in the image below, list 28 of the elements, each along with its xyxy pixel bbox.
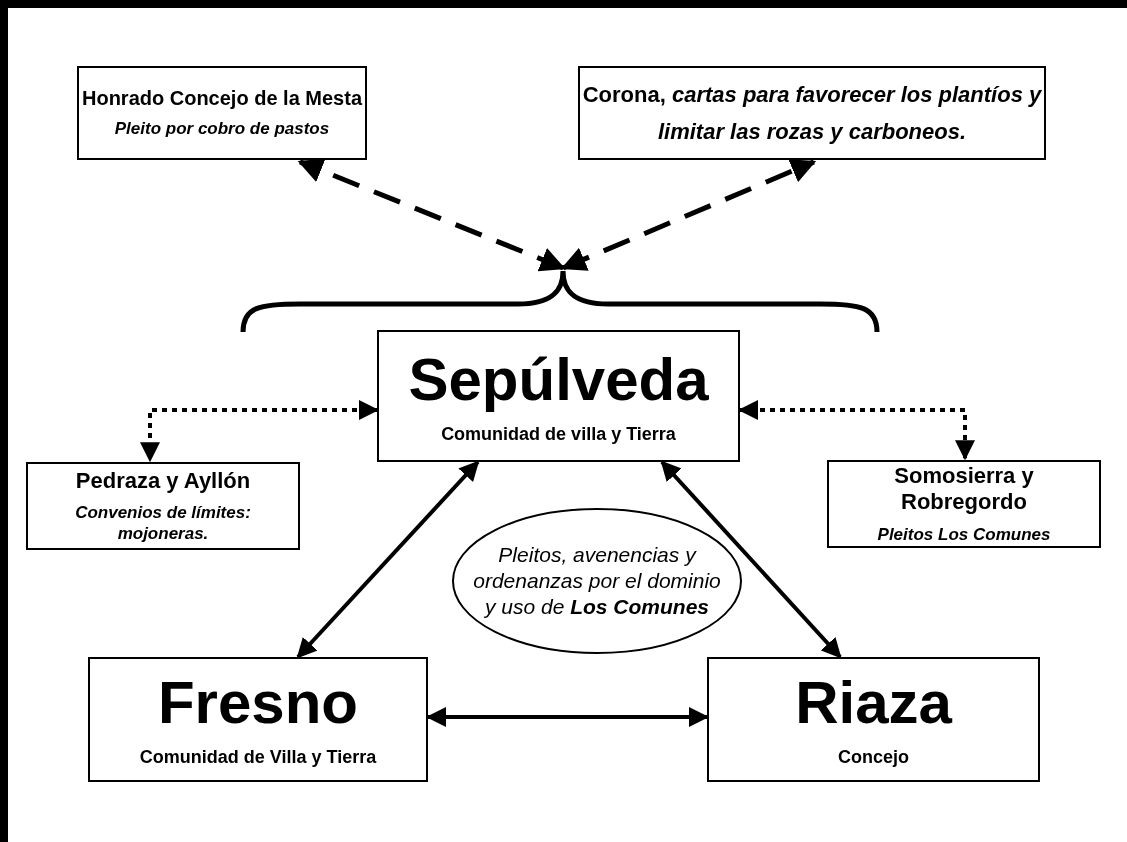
node-subtitle: Comunidad de Villa y Tierra (139, 746, 377, 769)
dashed-arrow (297, 158, 566, 272)
text-box (377, 330, 740, 462)
node-title: Corona, cartas para favorecer los plantíos y limitar las rozas y carboneos. (581, 80, 1043, 146)
node-subtitle: Pleitos Los Comunes (877, 523, 1051, 545)
text-box (707, 657, 1040, 782)
dotted-arrow (140, 400, 379, 463)
node-subtitle: Comunidad de villa y Tierra (441, 422, 676, 446)
node-subtitle: Convenios de límites: mojoneras. (74, 501, 252, 545)
node-title: Honrado Concejo de la Mesta (81, 86, 363, 111)
curly-brace (240, 268, 880, 334)
node-title: Pleitos, avenencias y ordenanzas por el dominio y uso de Los Comunes (472, 541, 722, 621)
text-box (827, 460, 1101, 548)
node-title: Riaza (795, 670, 952, 737)
ellipse-node (452, 508, 742, 654)
node-subtitle: Pleito por cobro de pastos (114, 118, 330, 140)
node-title: Somosierra y Robregordo (893, 463, 1035, 516)
node-title: Pedraza y Ayllón (75, 467, 251, 494)
node-title: Fresno (157, 670, 358, 737)
text-box (26, 462, 300, 550)
node-title: Sepúlveda (408, 346, 709, 413)
text-box (77, 66, 367, 160)
node-subtitle: Concejo (838, 746, 909, 769)
arrow (660, 460, 842, 659)
arrow (296, 460, 480, 659)
text-box (578, 66, 1046, 160)
text-box (88, 657, 428, 782)
dashed-arrow (560, 159, 817, 271)
